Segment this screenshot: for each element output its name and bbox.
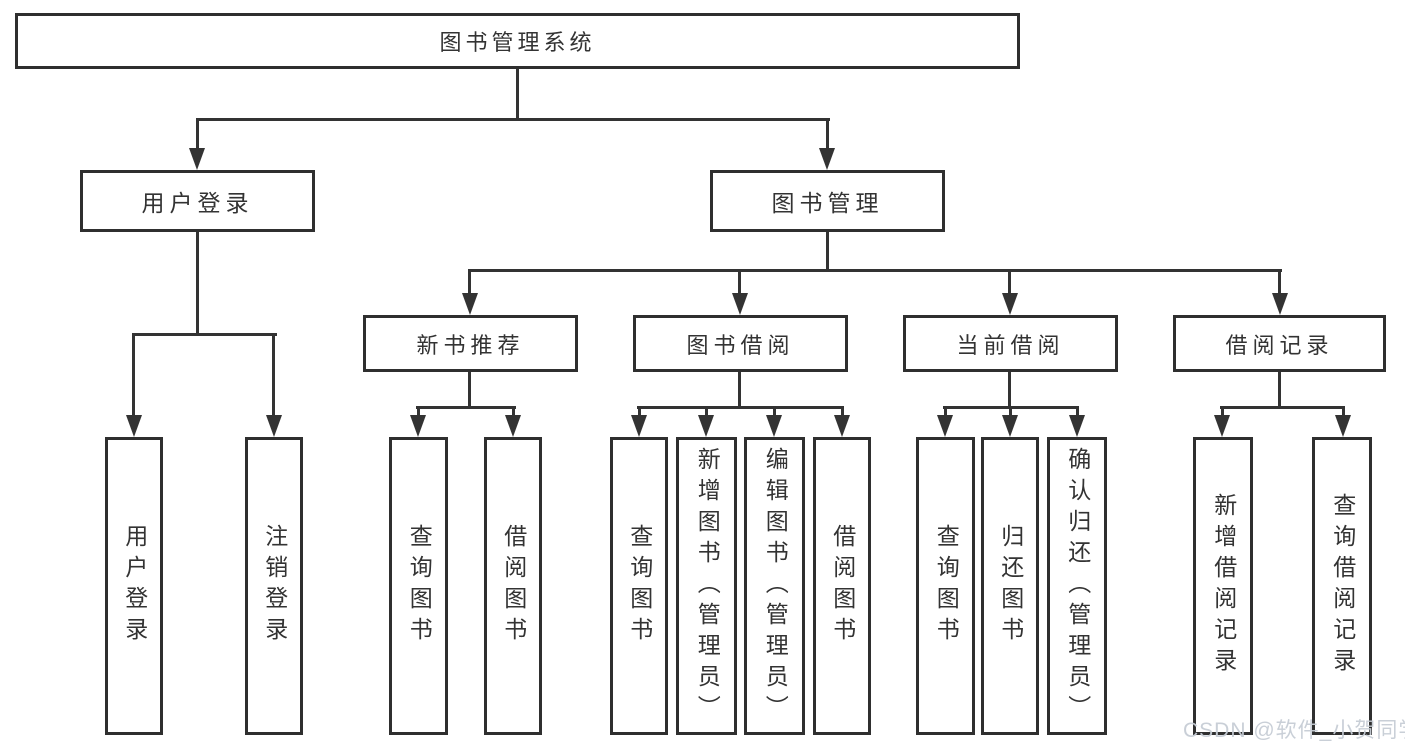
- connector-vline: [512, 406, 515, 418]
- leaf-query-borrow-record: 查询借阅记录: [1312, 437, 1372, 735]
- connector-vline: [1278, 269, 1281, 295]
- connector-hline: [468, 269, 1282, 272]
- arrow-down-icon: [505, 415, 521, 437]
- connector-vline: [468, 269, 471, 295]
- connector-vline: [738, 372, 741, 409]
- leaf-user-login: 用户登录: [105, 437, 163, 735]
- arrow-down-icon: [1272, 293, 1288, 315]
- leaf-label: 查询图书: [933, 524, 960, 648]
- arrow-down-icon: [126, 415, 142, 437]
- connector-hline: [196, 118, 830, 121]
- leaf-label: 借阅图书: [829, 524, 856, 648]
- node-library-management-system: 图书管理系统: [15, 13, 1020, 69]
- connector-vline: [1221, 406, 1224, 418]
- connector-vline: [826, 232, 829, 272]
- connector-vline: [944, 406, 947, 418]
- connector-hline: [637, 406, 844, 409]
- leaf-label: 新增借阅记录: [1210, 493, 1237, 679]
- connector-vline: [1076, 406, 1079, 418]
- connector-hline: [416, 406, 516, 409]
- arrow-down-icon: [1069, 415, 1085, 437]
- arrow-down-icon: [834, 415, 850, 437]
- connector-vline: [638, 406, 641, 418]
- arrow-down-icon: [266, 415, 282, 437]
- leaf-label: 查询图书: [406, 524, 433, 648]
- connector-vline: [1009, 406, 1012, 418]
- node-new-book-recommendation: 新书推荐: [363, 315, 578, 372]
- leaf-label: 查询图书: [626, 524, 653, 648]
- leaf-label: 借阅图书: [500, 524, 527, 648]
- leaf-label: 确认归还（管理员）: [1064, 446, 1091, 726]
- leaf-label: 注销登录: [261, 524, 288, 648]
- connector-vline: [1008, 269, 1011, 295]
- arrow-down-icon: [698, 415, 714, 437]
- connector-vline: [1008, 372, 1011, 409]
- connector-vline: [132, 333, 135, 417]
- arrow-down-icon: [631, 415, 647, 437]
- leaf-query-books-borrowing: 查询图书: [610, 437, 668, 735]
- arrow-down-icon: [819, 148, 835, 170]
- connector-vline: [468, 372, 471, 409]
- connector-vline: [196, 232, 199, 336]
- arrow-down-icon: [1002, 415, 1018, 437]
- leaf-query-books-current: 查询图书: [916, 437, 975, 735]
- leaf-query-books-recommend: 查询图书: [389, 437, 448, 735]
- leaf-label: 用户登录: [121, 524, 148, 648]
- connector-vline: [1342, 406, 1345, 418]
- connector-vline: [705, 406, 708, 418]
- connector-vline: [272, 333, 275, 417]
- connector-vline: [196, 118, 199, 150]
- node-book-borrowing: 图书借阅: [633, 315, 848, 372]
- node-borrowing-records: 借阅记录: [1173, 315, 1386, 372]
- connector-hline: [1220, 406, 1345, 409]
- csdn-watermark: CSDN @软件_小贺同学: [1183, 719, 1405, 742]
- leaf-add-borrow-record: 新增借阅记录: [1193, 437, 1253, 735]
- leaf-return-books: 归还图书: [981, 437, 1039, 735]
- node-current-borrowing: 当前借阅: [903, 315, 1118, 372]
- arrow-down-icon: [410, 415, 426, 437]
- leaf-logout: 注销登录: [245, 437, 303, 735]
- connector-vline: [516, 68, 519, 121]
- leaf-label: 新增图书（管理员）: [694, 446, 721, 726]
- arrow-down-icon: [1335, 415, 1351, 437]
- arrow-down-icon: [937, 415, 953, 437]
- arrow-down-icon: [732, 293, 748, 315]
- arrow-down-icon: [189, 148, 205, 170]
- arrow-down-icon: [462, 293, 478, 315]
- leaf-add-books-admin: 新增图书（管理员）: [676, 437, 737, 735]
- leaf-edit-books-admin: 编辑图书（管理员）: [744, 437, 805, 735]
- connector-vline: [773, 406, 776, 418]
- connector-vline: [417, 406, 420, 418]
- leaf-borrow-books-recommend: 借阅图书: [484, 437, 542, 735]
- connector-hline: [132, 333, 277, 336]
- leaf-borrow-books: 借阅图书: [813, 437, 871, 735]
- connector-vline: [738, 269, 741, 295]
- leaf-label: 编辑图书（管理员）: [762, 446, 789, 726]
- leaf-label: 归还图书: [997, 524, 1024, 648]
- leaf-label: 查询借阅记录: [1329, 493, 1356, 679]
- arrow-down-icon: [1002, 293, 1018, 315]
- node-user-login: 用户登录: [80, 170, 315, 232]
- connector-vline: [826, 118, 829, 150]
- arrow-down-icon: [1214, 415, 1230, 437]
- node-book-management: 图书管理: [710, 170, 945, 232]
- connector-vline: [841, 406, 844, 418]
- arrow-down-icon: [766, 415, 782, 437]
- leaf-confirm-return-admin: 确认归还（管理员）: [1047, 437, 1107, 735]
- connector-vline: [1278, 372, 1281, 409]
